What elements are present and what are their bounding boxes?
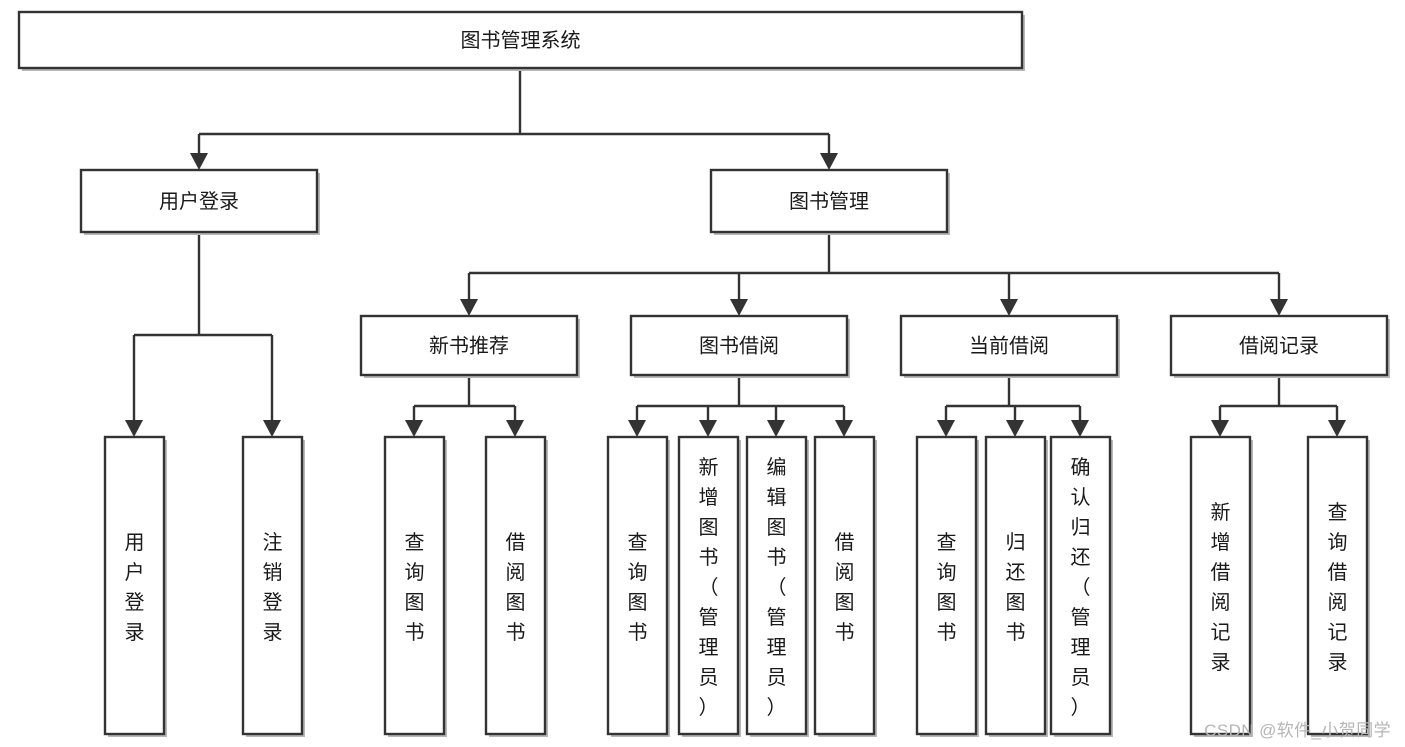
arrow-head-icon: [125, 420, 143, 437]
node-rect[interactable]: [745, 435, 808, 736]
node-label: 用户登录: [159, 190, 239, 213]
node-label: 用户登录: [125, 532, 145, 644]
arrow-head-icon: [190, 153, 208, 170]
arrow-head-icon: [263, 420, 281, 437]
node-leaf-logout[interactable]: 注销登录: [241, 435, 305, 737]
arrow-head-icon: [1270, 299, 1288, 316]
node-rect[interactable]: [103, 435, 166, 736]
node-leaf-user-login[interactable]: 用户登录: [103, 435, 167, 737]
node-leaf-borrow-book[interactable]: 借阅图书: [813, 435, 877, 737]
node-rect[interactable]: [1306, 435, 1369, 736]
node-leaf-confirm-return[interactable]: 确认归还（管理员）: [1049, 435, 1113, 737]
node-label: 新增图书（管理员）: [699, 456, 719, 719]
node-rect[interactable]: [241, 435, 304, 736]
arrow-head-icon: [835, 420, 853, 437]
node-book-management[interactable]: 图书管理: [709, 168, 950, 235]
node-rect[interactable]: [79, 168, 319, 234]
arrow-head-icon: [1006, 420, 1024, 437]
node-leaf-add-record[interactable]: 新增借阅记录: [1189, 435, 1253, 737]
node-label: 借阅图书: [506, 531, 526, 644]
arrow-head-icon: [1000, 299, 1018, 316]
node-label: 新增借阅记录: [1211, 501, 1231, 674]
node-leaf-add-book[interactable]: 新增图书（管理员）: [677, 435, 741, 737]
arrow-head-icon: [628, 420, 646, 437]
connector-edges-layer: [125, 68, 1346, 437]
node-rect[interactable]: [1169, 314, 1389, 377]
node-rect[interactable]: [899, 314, 1119, 377]
node-label: 查询图书: [628, 531, 648, 644]
arrow-head-icon: [1071, 420, 1089, 437]
node-leaf-query-book-borrow[interactable]: 查询图书: [606, 435, 670, 737]
node-label: 归还图书: [1006, 531, 1026, 644]
node-rect[interactable]: [629, 314, 849, 377]
node-label: 借阅记录: [1239, 335, 1319, 358]
arrow-head-icon: [506, 420, 524, 437]
node-rect[interactable]: [383, 435, 446, 736]
node-label: 图书管理: [789, 190, 869, 213]
arrow-head-icon: [405, 420, 423, 437]
arrow-head-icon: [937, 420, 955, 437]
node-leaf-edit-book[interactable]: 编辑图书（管理员）: [745, 435, 809, 737]
node-rect[interactable]: [677, 435, 740, 736]
node-label: 确认归还（管理员）: [1071, 456, 1091, 719]
node-leaf-query-record[interactable]: 查询借阅记录: [1306, 435, 1370, 737]
arrow-head-icon: [1211, 420, 1229, 437]
nodes-layer: 图书管理系统用户登录图书管理新书推荐图书借阅当前借阅借阅记录用户登录注销登录查询…: [17, 10, 1390, 737]
node-rect[interactable]: [984, 435, 1047, 736]
node-label: 当前借阅: [969, 335, 1049, 358]
node-label: 图书借阅: [699, 335, 779, 358]
node-current-borrow[interactable]: 当前借阅: [899, 314, 1120, 378]
node-rect[interactable]: [1049, 435, 1112, 736]
node-label: 注销登录: [263, 531, 283, 644]
node-label: 借阅图书: [835, 531, 855, 644]
node-user-login[interactable]: 用户登录: [79, 168, 320, 235]
node-label: 查询图书: [937, 531, 957, 644]
node-label: 编辑图书（管理员）: [767, 456, 787, 719]
node-label: 查询图书: [405, 531, 425, 644]
node-rect[interactable]: [17, 10, 1024, 70]
node-new-book-recommend[interactable]: 新书推荐: [359, 314, 580, 378]
node-leaf-query-book-rec[interactable]: 查询图书: [383, 435, 447, 737]
arrow-head-icon: [699, 420, 717, 437]
node-rect[interactable]: [484, 435, 547, 736]
node-rect[interactable]: [1189, 435, 1252, 736]
node-leaf-query-book-current[interactable]: 查询图书: [915, 435, 979, 737]
arrow-head-icon: [460, 299, 478, 316]
node-rect[interactable]: [709, 168, 949, 234]
node-label: 查询借阅记录: [1328, 501, 1348, 674]
arrow-head-icon: [1328, 420, 1346, 437]
node-leaf-return-book[interactable]: 归还图书: [984, 435, 1048, 737]
arrow-head-icon: [730, 299, 748, 316]
node-borrow-record[interactable]: 借阅记录: [1169, 314, 1390, 378]
node-label: 图书管理系统: [461, 29, 581, 52]
node-leaf-borrow-book-rec[interactable]: 借阅图书: [484, 435, 548, 737]
node-root-system[interactable]: 图书管理系统: [17, 10, 1025, 71]
arrow-head-icon: [767, 420, 785, 437]
node-rect[interactable]: [606, 435, 669, 736]
arrow-head-icon: [820, 153, 838, 170]
node-book-borrow[interactable]: 图书借阅: [629, 314, 850, 378]
node-label: 新书推荐: [429, 335, 509, 358]
node-rect[interactable]: [915, 435, 978, 736]
node-rect[interactable]: [359, 314, 579, 377]
node-rect[interactable]: [813, 435, 876, 736]
